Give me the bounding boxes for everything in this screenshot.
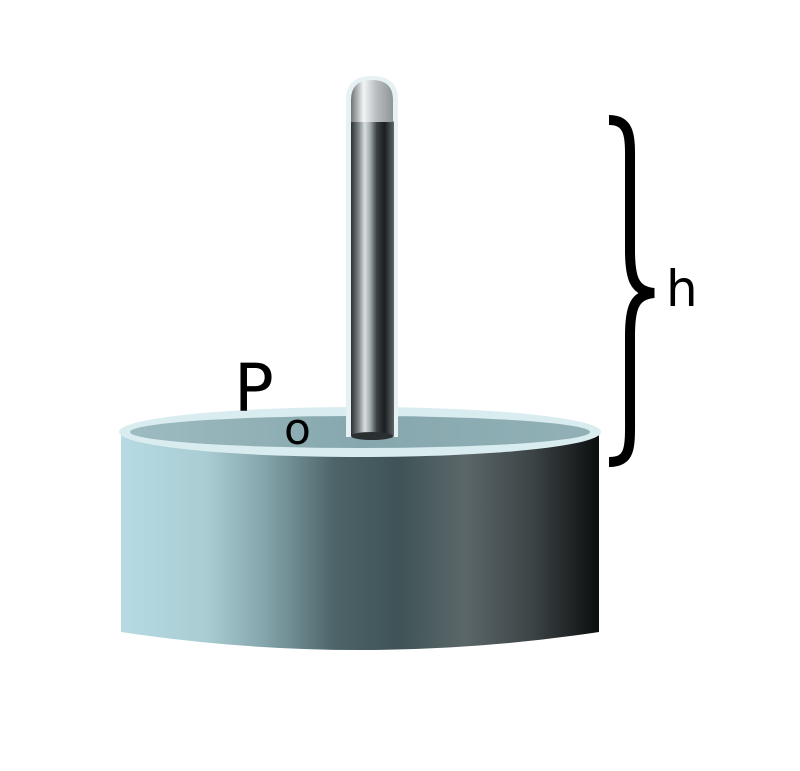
tube-meniscus-cap <box>351 80 393 122</box>
height-brace-icon <box>608 115 655 467</box>
capillary-tube <box>346 76 398 440</box>
reservoir-side <box>121 432 599 650</box>
reservoir <box>119 407 601 650</box>
pressure-subscript: o <box>284 404 311 455</box>
height-label: h <box>666 260 698 318</box>
pressure-label: P <box>234 350 274 427</box>
tube-liquid-column <box>351 120 394 438</box>
tube-base <box>351 432 393 440</box>
